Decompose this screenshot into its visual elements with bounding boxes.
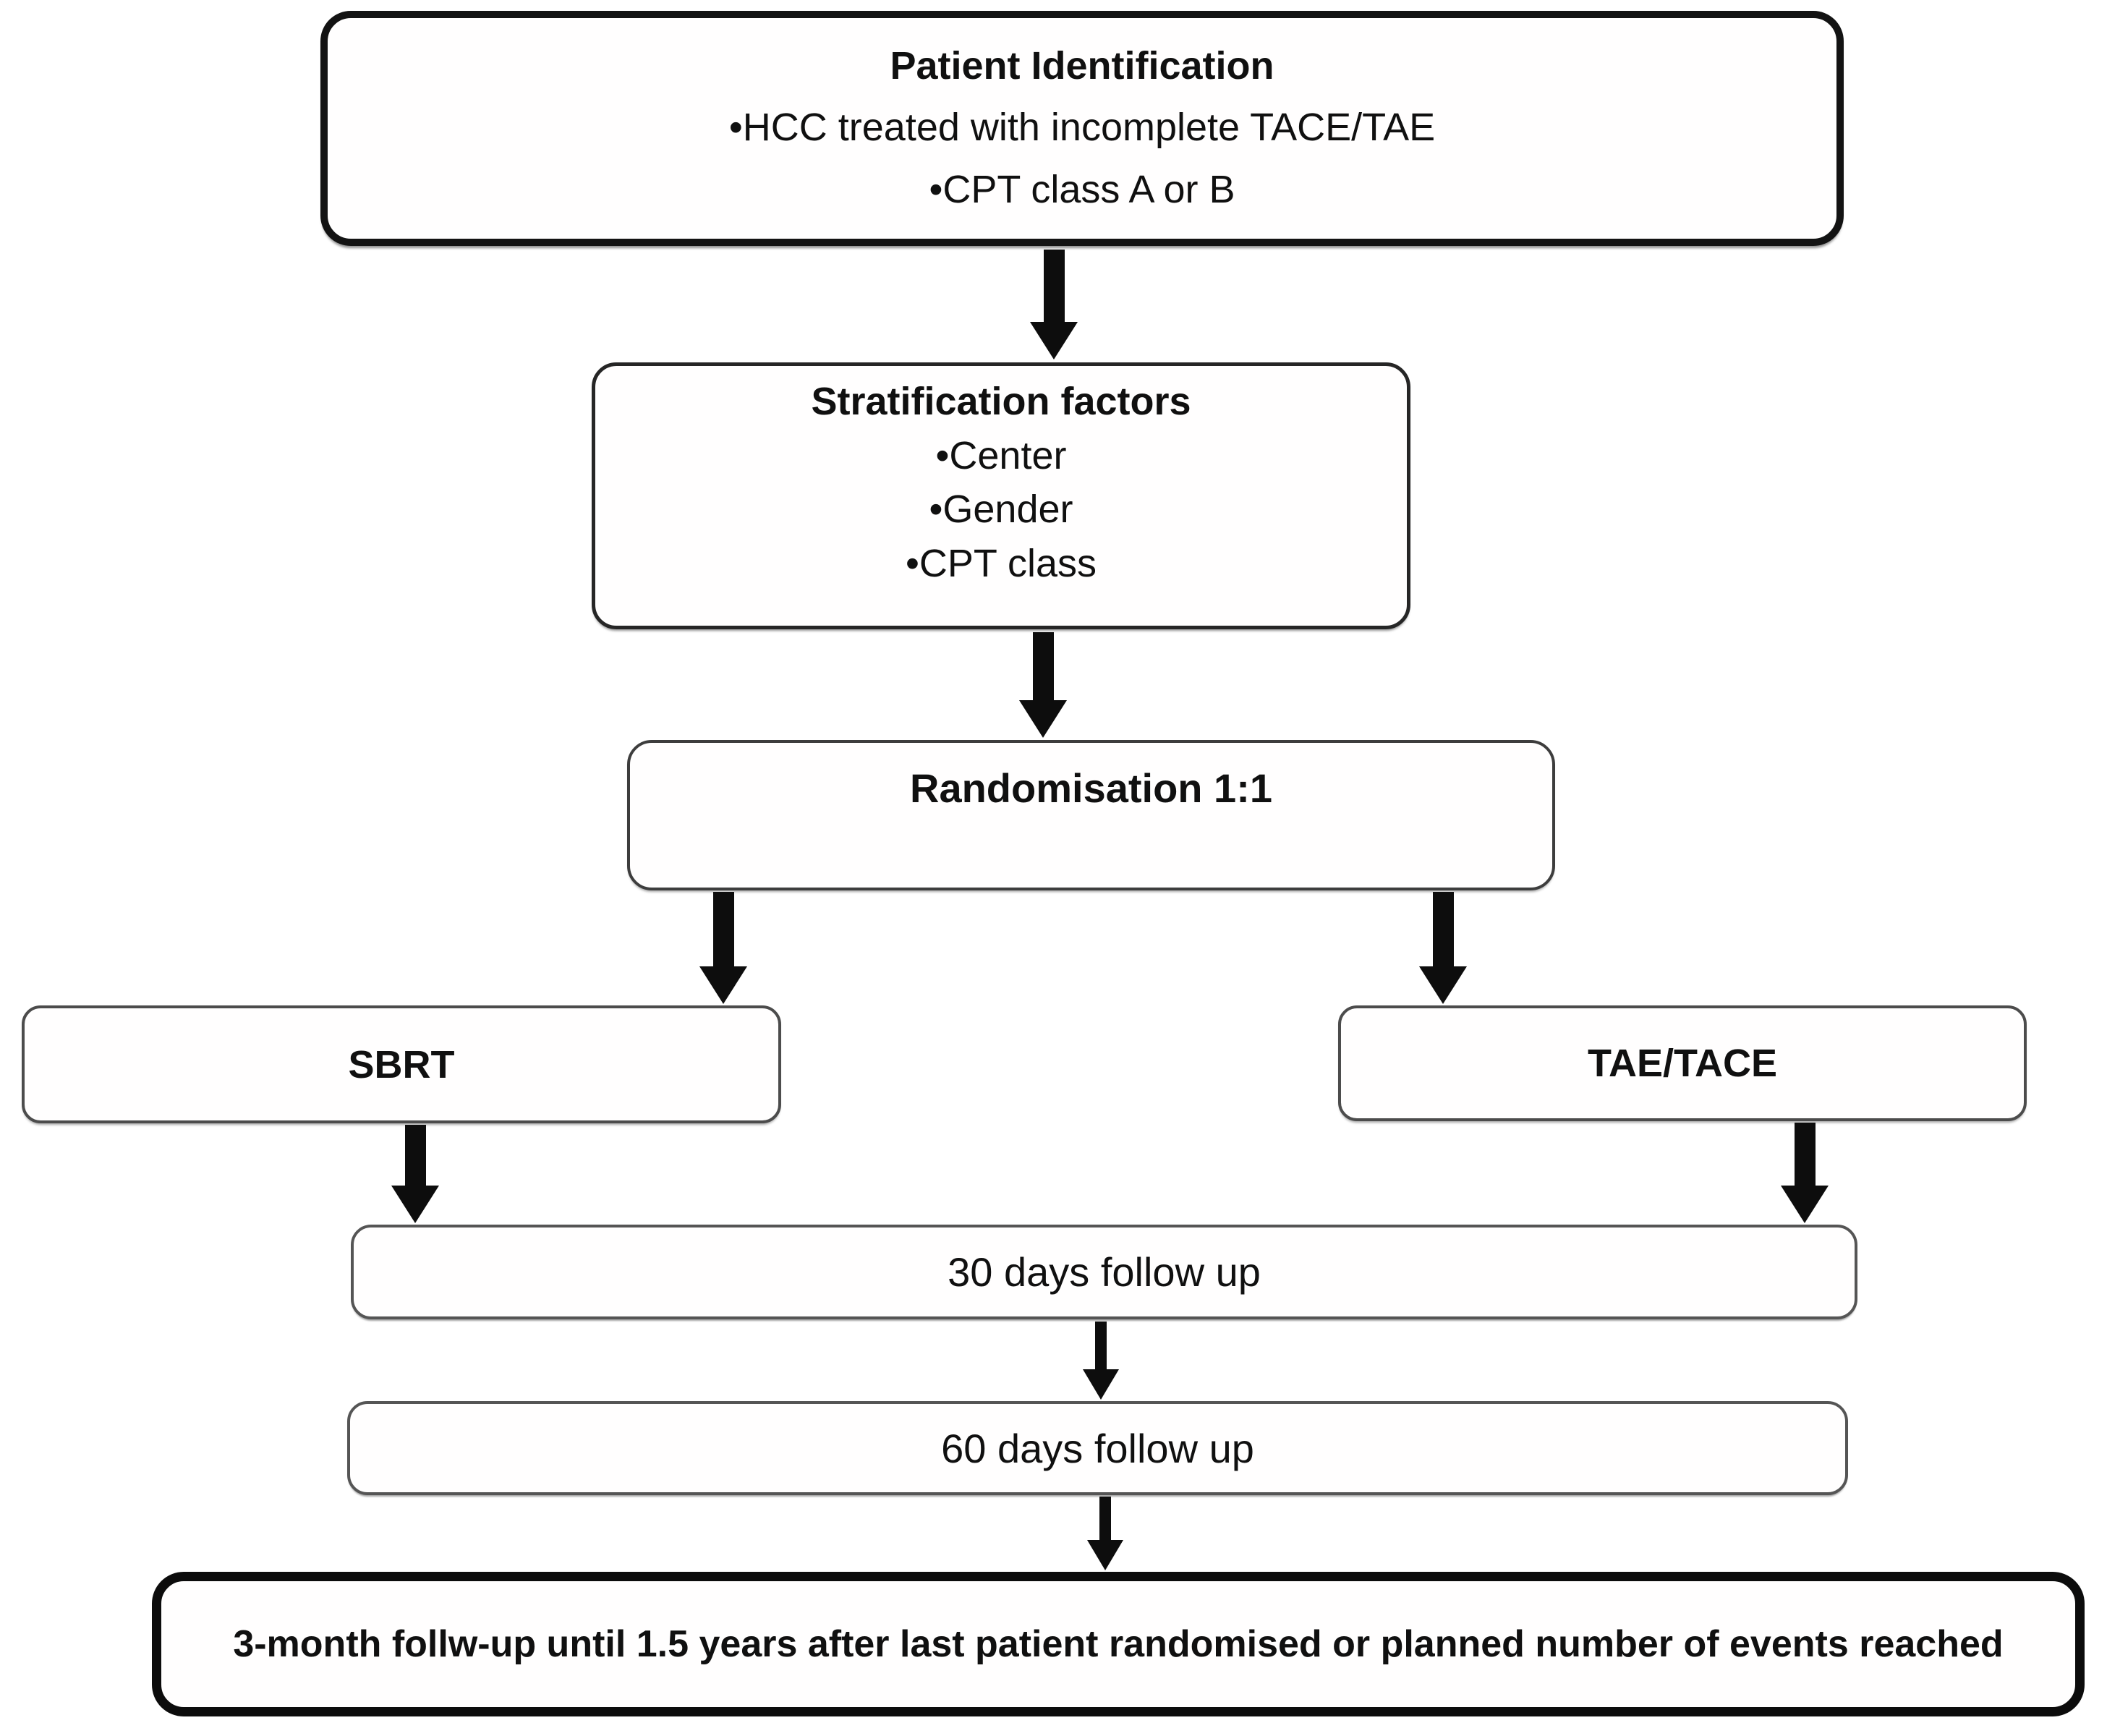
final-followup-title: 3-month follw-up until 1.5 years after l… [233, 1623, 2004, 1665]
patient-identification-title: Patient Identification [890, 44, 1274, 88]
tae-tace-title: TAE/TACE [1588, 1042, 1777, 1085]
arrow-head-icon [1419, 966, 1467, 1004]
stratification-title: Stratification factors [811, 380, 1191, 423]
patient-bullet-cpt: •CPT class A or B [929, 167, 1235, 211]
randomisation-title: Randomisation 1:1 [910, 765, 1272, 811]
randomisation-box: Randomisation 1:1 [627, 740, 1555, 890]
arrow-randomisation-to-sbrt [699, 892, 747, 1004]
arrow-shaft [1032, 632, 1054, 700]
followup-30-days-title: 30 days follow up [948, 1249, 1261, 1295]
final-followup-box: 3-month follw-up until 1.5 years after l… [152, 1572, 2085, 1716]
followup-30-days-box: 30 days follow up [351, 1225, 1857, 1319]
followup-60-days-title: 60 days follow up [941, 1425, 1254, 1471]
arrow-shaft [712, 892, 734, 966]
patient-bullet-hcc: •HCC treated with incomplete TACE/TAE [728, 106, 1436, 150]
stratification-bullet-gender: •Gender [929, 488, 1073, 532]
arrow-60day-to-final [1087, 1497, 1123, 1570]
sbrt-title: SBRT [348, 1042, 455, 1086]
sbrt-arm-box: SBRT [22, 1005, 781, 1123]
stratification-bullet-center: •Center [935, 433, 1067, 477]
arrow-head-icon [1087, 1540, 1123, 1570]
arrow-stratification-to-randomisation [1019, 632, 1067, 738]
arrow-shaft [404, 1125, 426, 1186]
tae-tace-arm-box: TAE/TACE [1338, 1005, 2027, 1121]
stratification-factors-box: Stratification factors •Center •Gender •… [592, 362, 1410, 629]
stratification-bullet-cpt-class: •CPT class [906, 541, 1097, 585]
arrow-head-icon [1781, 1186, 1829, 1223]
arrow-shaft [1432, 892, 1454, 966]
arrow-head-icon [699, 966, 747, 1004]
arrow-head-icon [1083, 1369, 1119, 1400]
patient-identification-box: Patient Identification •HCC treated with… [320, 11, 1844, 246]
arrow-shaft [1043, 250, 1065, 322]
arrow-head-icon [1030, 322, 1078, 359]
followup-60-days-box: 60 days follow up [347, 1401, 1848, 1495]
arrow-head-icon [391, 1186, 439, 1223]
arrow-randomisation-to-taetace [1419, 892, 1467, 1004]
arrow-30day-to-60day [1083, 1322, 1119, 1400]
arrow-shaft [1794, 1123, 1816, 1186]
arrow-patient-to-stratification [1030, 250, 1078, 359]
arrow-sbrt-to-30day [391, 1125, 439, 1223]
arrow-shaft [1099, 1497, 1111, 1540]
arrow-head-icon [1019, 700, 1067, 738]
arrow-shaft [1095, 1322, 1107, 1369]
arrow-taetace-to-30day [1781, 1123, 1829, 1223]
